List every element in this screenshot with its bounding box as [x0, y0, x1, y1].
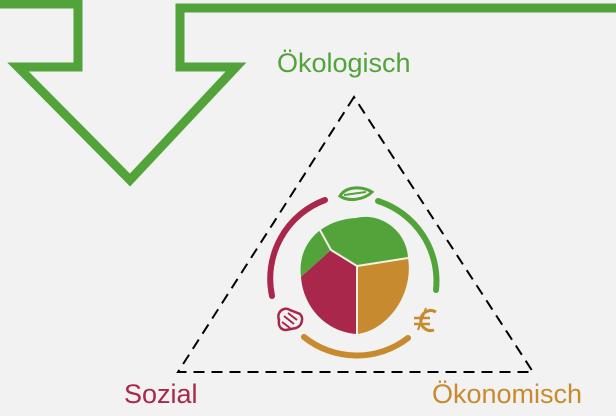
economic-segment — [357, 258, 409, 334]
social-label: Sozial — [124, 379, 198, 409]
ecological-label: Ökologisch — [277, 48, 411, 78]
economic-label: Ökonomisch — [432, 379, 583, 409]
economic-arc — [301, 334, 411, 359]
down-arrow-outline — [0, 0, 616, 187]
sphere-highlight — [319, 229, 409, 334]
leaf-icon — [338, 186, 375, 201]
sustainability-logo — [267, 186, 440, 359]
ecological-arc — [375, 198, 440, 293]
social-segment — [301, 250, 357, 334]
handshake-icon — [277, 307, 304, 332]
social-arc — [267, 197, 328, 299]
euro-icon — [414, 307, 437, 333]
dashed-triangle — [176, 95, 535, 373]
